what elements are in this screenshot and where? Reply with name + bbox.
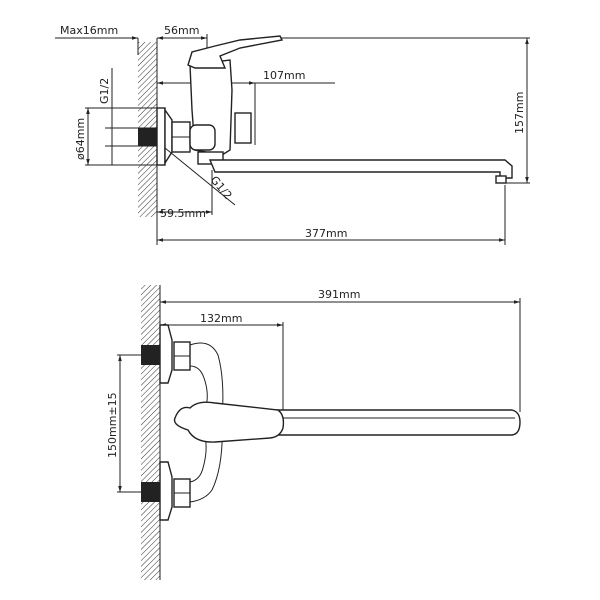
wall-hatch — [141, 285, 160, 580]
body-depth-label: 107mm — [263, 69, 305, 82]
handle-offset-label: 56mm — [164, 24, 199, 37]
total-reach-label: 391mm — [318, 288, 360, 301]
height-label: 157mm — [513, 92, 526, 134]
handle-reach-label: 132mm — [200, 312, 242, 325]
side-view: Max16mm 56mm 157mm 107mm G1/2 — [55, 24, 530, 245]
spout — [269, 409, 521, 436]
lever-handle — [173, 401, 285, 443]
spout-reach-label: 377mm — [305, 227, 347, 240]
inlet-pipe — [138, 128, 157, 146]
escutcheon — [159, 461, 173, 521]
top-view: 391mm 132mm 150mm±15 — [106, 285, 521, 580]
max-wall-label: Max16mm — [60, 24, 118, 37]
outlet-offset-label: 59.5mm — [160, 207, 206, 220]
escutcheon-dia-label: ø64mm — [74, 118, 87, 160]
inlet-pipe — [141, 482, 160, 502]
center-distance-label: 150mm±15 — [106, 392, 119, 458]
inlet-pipe — [141, 345, 160, 365]
spout — [208, 159, 513, 179]
escutcheon — [159, 324, 173, 384]
escutcheon — [156, 107, 166, 166]
inlet-thread-label: G1/2 — [98, 78, 111, 104]
lever-handle — [187, 35, 284, 69]
